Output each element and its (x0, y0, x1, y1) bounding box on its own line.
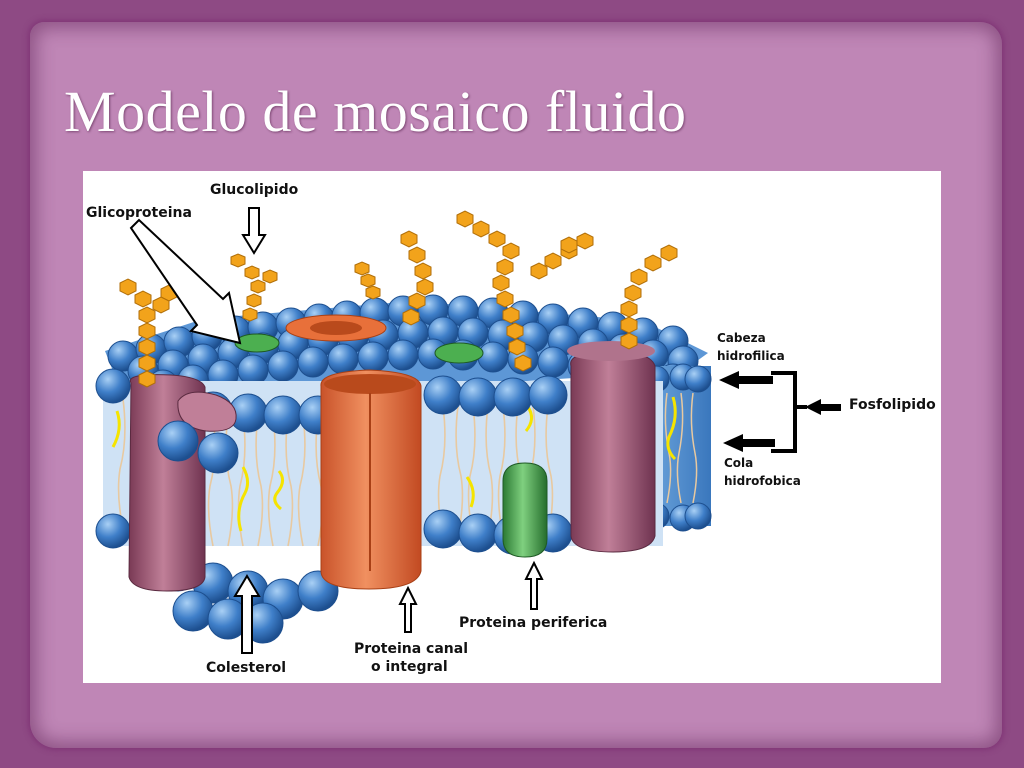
cola-arrow (723, 434, 775, 452)
integral-protein-left (128, 374, 239, 592)
label-cabeza-line2: hidrofilica (717, 349, 785, 363)
fosfolipido-arrow (805, 399, 841, 415)
cholesterol-molecules (111, 406, 533, 532)
label-cabeza-line1: Cabeza (717, 331, 766, 345)
cabeza-arrow (719, 371, 773, 389)
label-proteina-canal-line2: o integral (371, 659, 448, 675)
label-cola-line2: hidrofobica (724, 474, 801, 488)
carbohydrate-chains (119, 210, 678, 388)
label-cola-line1: Cola (724, 456, 754, 470)
label-glicoproteina: Glicoproteina (86, 205, 192, 221)
label-colesterol: Colesterol (206, 660, 287, 676)
proteina-canal-arrow (398, 585, 418, 633)
glucolipido-arrow (241, 207, 267, 255)
label-proteina-canal-line1: Proteina canal (354, 641, 469, 657)
fosfolipido-bracket (771, 371, 807, 453)
integral-protein-right (567, 341, 656, 553)
slide-title: Modelo de mosaico fluido (64, 79, 687, 144)
label-proteina-periferica: Proteina periferica (459, 615, 608, 631)
membrane-diagram: Glucolipido Glicoproteina Cabeza hidrofi… (83, 171, 941, 683)
glicoproteina-arrow (129, 218, 242, 345)
channel-protein (285, 314, 422, 590)
peripheral-protein (234, 333, 548, 558)
proteina-periferica-arrow (524, 560, 544, 610)
membrane-illustration (95, 207, 841, 654)
colesterol-arrow (233, 574, 261, 654)
label-glucolipido: Glucolipido (210, 182, 299, 198)
label-fosfolipido: Fosfolipido (849, 397, 936, 413)
